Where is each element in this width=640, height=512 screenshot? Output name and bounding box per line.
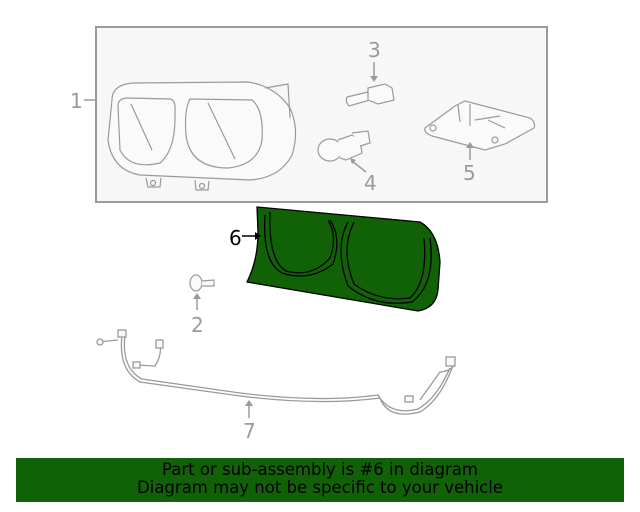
ballast-module-drawing[interactable] (424, 100, 536, 151)
bulb-drawing[interactable] (317, 130, 371, 162)
callout-7[interactable]: 7 (243, 419, 256, 443)
callout-3[interactable]: 3 (368, 38, 381, 62)
banner-line-2: Diagram may not be specific to your vehi… (137, 478, 503, 497)
callout-5[interactable]: 5 (463, 161, 476, 185)
callout-2[interactable]: 2 (191, 313, 204, 337)
banner-line-1: Part or sub-assembly is #6 in diagram (162, 460, 478, 479)
lens-bezel-highlighted[interactable] (246, 206, 441, 312)
bolt-drawing[interactable] (189, 274, 215, 292)
part-info-banner: Part or sub-assembly is #6 in diagram Di… (16, 458, 624, 502)
callout-4[interactable]: 4 (364, 171, 377, 195)
callout-1[interactable]: 1 (70, 89, 83, 113)
callout-6[interactable]: 6 (229, 226, 242, 250)
bulb-socket-drawing[interactable] (345, 83, 395, 107)
wiring-harness-drawing[interactable] (96, 329, 456, 415)
headlamp-assembly-drawing[interactable] (107, 81, 297, 191)
